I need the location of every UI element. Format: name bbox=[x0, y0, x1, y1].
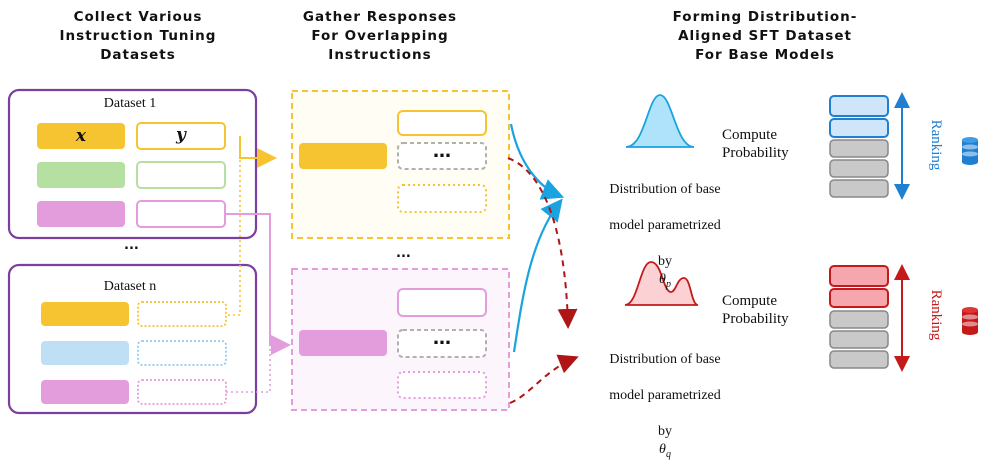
response-pink bbox=[136, 200, 226, 228]
rank-gray-5 bbox=[829, 330, 889, 349]
red-arrow-top bbox=[507, 157, 578, 329]
blue-arrow-top bbox=[509, 123, 565, 200]
response-yellow-n bbox=[137, 301, 227, 327]
response-lightblue-n bbox=[137, 340, 227, 366]
response-y-yellow bbox=[136, 122, 226, 150]
gather-response-1 bbox=[397, 110, 487, 136]
instruction-pink-n bbox=[41, 380, 129, 404]
datasets-ellipsis: ... bbox=[124, 238, 139, 253]
distribution-p-label: Distribution of base model parametrized … bbox=[609, 182, 721, 290]
rank-blue-1 bbox=[829, 95, 889, 117]
pink-connector-arrow bbox=[226, 213, 291, 355]
instruction-yellow-n bbox=[41, 302, 129, 326]
heading-collect-datasets: Collect Various Instruction Tuning Datas… bbox=[59, 9, 217, 63]
gather-response-p3 bbox=[397, 371, 487, 399]
pipeline-diagram bbox=[7, 88, 978, 415]
distribution-p-curve bbox=[625, 94, 695, 148]
dataset-1-label: Dataset 1 bbox=[103, 96, 157, 111]
y-symbol: y bbox=[176, 125, 186, 145]
gather-response-p2 bbox=[397, 329, 487, 358]
rank-blue-2 bbox=[829, 118, 889, 138]
response-green bbox=[136, 161, 226, 189]
yellow-connector-arrow bbox=[239, 136, 277, 168]
response-pink-n bbox=[137, 379, 227, 405]
dataset-n-label: Dataset n bbox=[103, 279, 157, 294]
gather-instruction-pink bbox=[299, 330, 387, 356]
rank-gray-3 bbox=[829, 179, 889, 198]
distribution-q-label: Distribution of base model parametrized … bbox=[609, 352, 721, 460]
blue-arrow-bottom bbox=[512, 198, 563, 353]
instruction-green bbox=[37, 162, 125, 188]
rank-red-2 bbox=[829, 288, 889, 308]
database-icon-blue bbox=[962, 137, 978, 165]
rank-red-1 bbox=[829, 265, 889, 287]
instruction-lightblue-n bbox=[41, 341, 129, 365]
rank-gray-4 bbox=[829, 310, 889, 329]
ranking-label-red: Ranking bbox=[928, 289, 944, 341]
rank-gray-6 bbox=[829, 350, 889, 369]
distribution-q-curve bbox=[624, 261, 699, 306]
instruction-pink bbox=[37, 201, 125, 227]
rank-gray-1 bbox=[829, 139, 889, 158]
gather-ellipsis: ... bbox=[396, 246, 411, 261]
instruction-x-yellow bbox=[37, 123, 125, 149]
database-icon-red bbox=[962, 307, 978, 335]
response-ellipsis-1: … bbox=[433, 141, 451, 162]
ranking-label-blue: Ranking bbox=[928, 119, 944, 171]
heading-gather-responses: Gather Responses For Overlapping Instruc… bbox=[302, 9, 458, 63]
yellow-dotted-connector bbox=[226, 160, 241, 316]
x-symbol: x bbox=[75, 126, 87, 146]
compute-probability-q: Compute Probability bbox=[722, 293, 789, 327]
red-arrow-bottom bbox=[509, 354, 579, 404]
rank-gray-2 bbox=[829, 159, 889, 178]
response-ellipsis-2: … bbox=[433, 328, 451, 349]
gather-response-p1 bbox=[397, 288, 487, 317]
gather-response-3 bbox=[397, 184, 487, 213]
gather-instruction-yellow bbox=[299, 143, 387, 169]
compute-probability-p: Compute Probability bbox=[722, 127, 789, 161]
heading-forming-dataset: Forming Distribution- Aligned SFT Datase… bbox=[672, 9, 858, 63]
gather-response-2 bbox=[397, 142, 487, 170]
